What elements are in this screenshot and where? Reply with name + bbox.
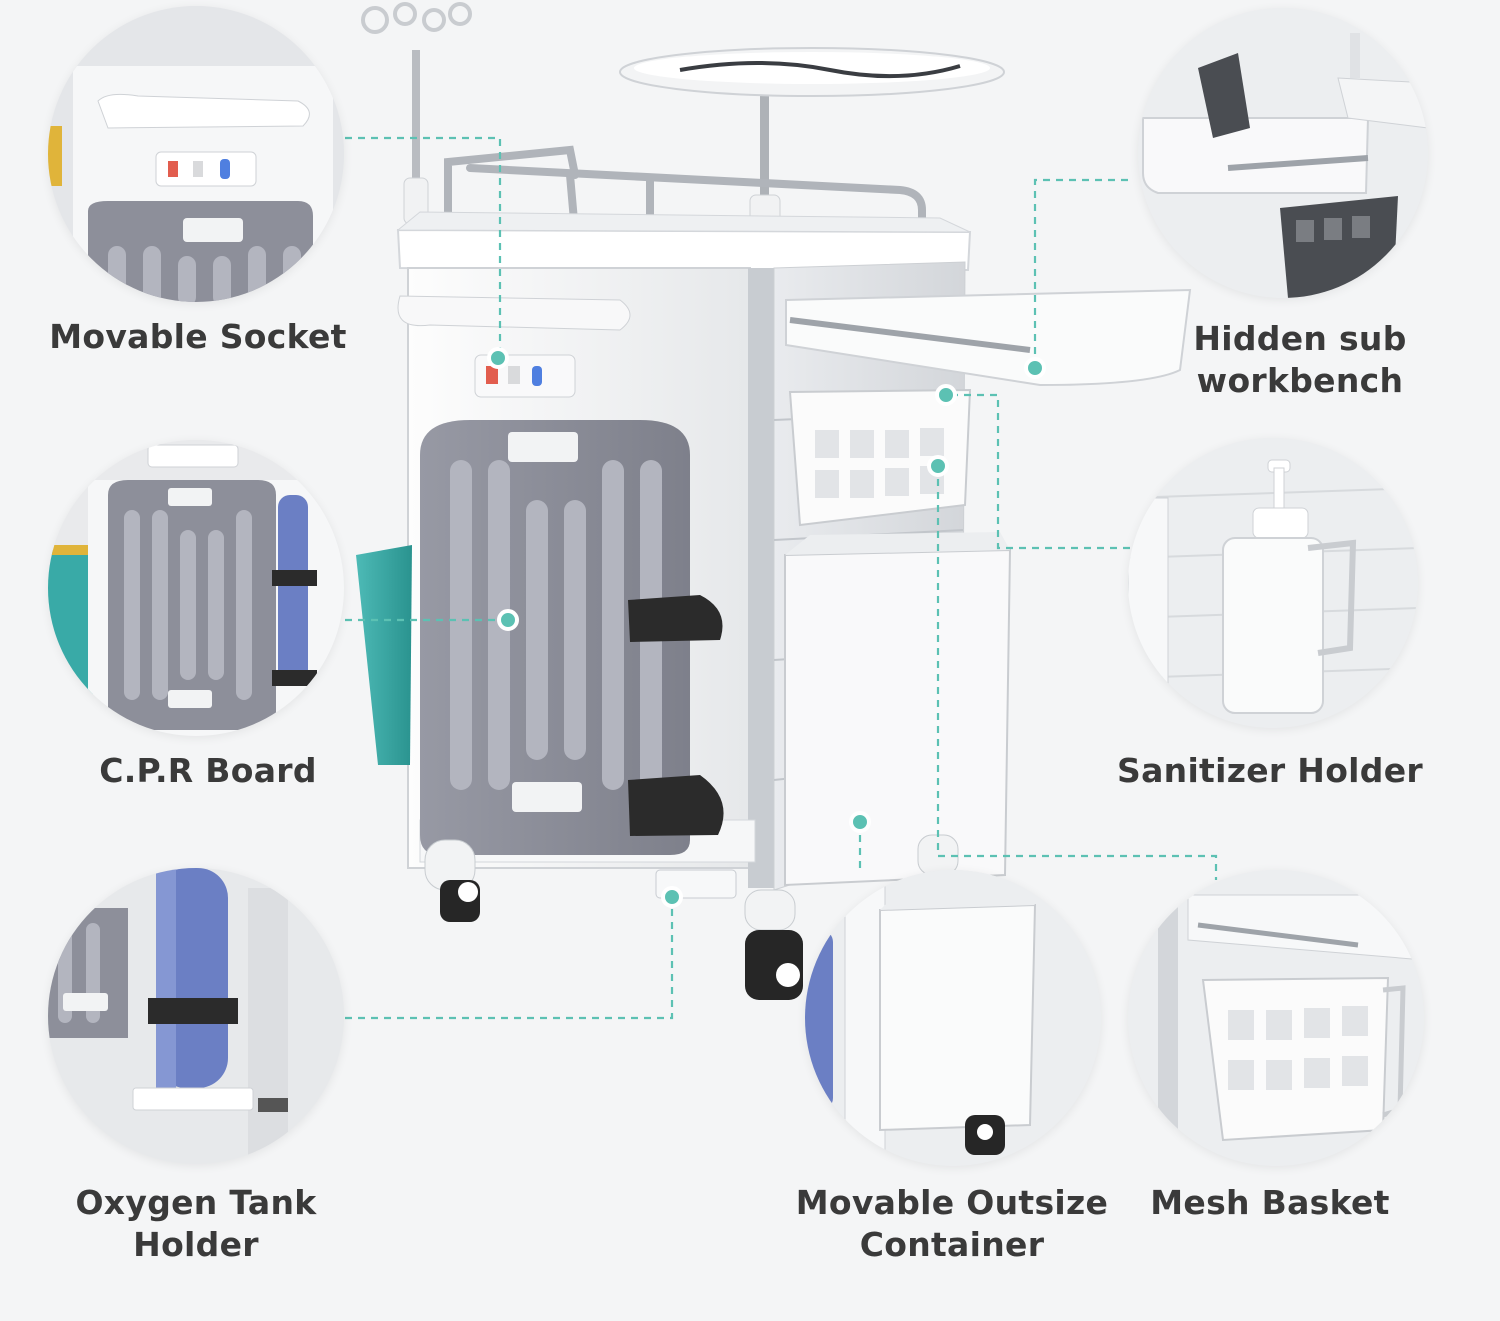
sanitizer-callout-dot (935, 384, 957, 406)
movable-outsize-container-detail (805, 870, 1101, 1166)
iv-pole (361, 2, 472, 225)
callout-dots (487, 347, 1046, 908)
movable-socket-label: Movable Socket (49, 317, 347, 356)
cart-outsize-container (784, 532, 1012, 887)
mesh-basket-detail (1128, 870, 1424, 1166)
socket-callout-dot (487, 347, 509, 369)
cart-cpr-board (420, 420, 724, 855)
mesh-basket-label: Mesh Basket (1150, 1183, 1390, 1222)
instrument-tray (619, 47, 1005, 244)
movable-outsize-container-label: Movable Outsize Container (795, 1183, 1109, 1264)
basket-callout-dot (927, 455, 949, 477)
sanitizer-holder-detail (1128, 438, 1418, 728)
oxygen-callout-dot (661, 886, 683, 908)
container-callout-dot (849, 811, 871, 833)
hidden-sub-workbench-label: Hidden sub workbench (1193, 319, 1407, 400)
oxygen-tank-holder-label: Oxygen Tank Holder (75, 1183, 317, 1264)
movable-socket-detail (48, 6, 344, 302)
leader-lines (345, 136, 1218, 1020)
cart-pull-out-tray (785, 288, 1192, 387)
cart-mesh-basket (788, 388, 972, 527)
cpr-callout-dot (497, 609, 519, 631)
hidden-sub-workbench-detail (1138, 8, 1428, 298)
oxygen-tank-holder-detail (48, 868, 344, 1164)
cart-wheels (424, 834, 959, 1000)
teal-bin (356, 545, 412, 765)
workbench-callout-dot (1024, 357, 1046, 379)
sanitizer-holder-label: Sanitizer Holder (1117, 751, 1423, 790)
cpr-board-detail (48, 440, 344, 736)
cpr-board-label: C.P.R Board (99, 751, 317, 790)
